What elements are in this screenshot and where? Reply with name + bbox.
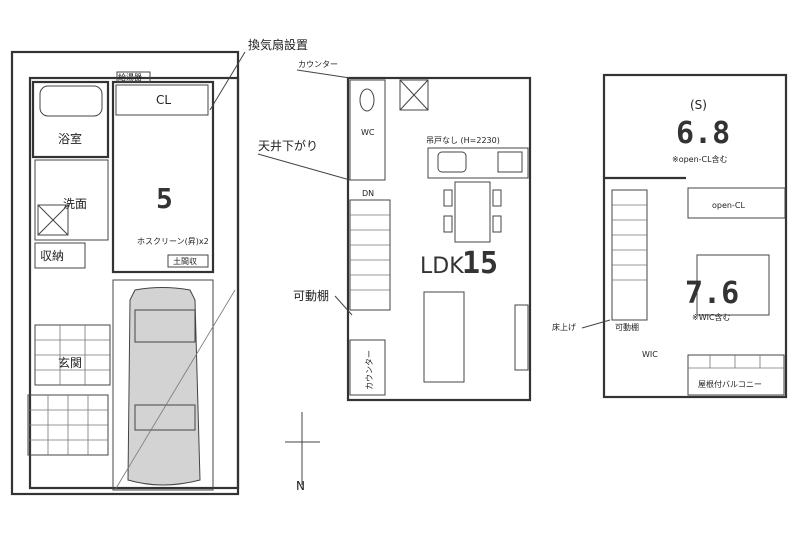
- hoscreen-label: ホスクリーン(昇)x2: [137, 237, 209, 246]
- wc-label: WC: [361, 128, 375, 137]
- dining-table: [454, 181, 491, 243]
- service-room-label: (S): [690, 98, 707, 112]
- dn-label: DN: [362, 189, 374, 198]
- no-cabinet-note: 吊戸なし (H=2230): [426, 136, 500, 145]
- storage: [34, 242, 86, 269]
- staircase-3f: [611, 189, 648, 321]
- washroom: [34, 159, 109, 241]
- counter: [349, 339, 386, 396]
- kitchen-counter: [427, 147, 529, 179]
- raised-floor-callout: 床上げ: [552, 322, 576, 332]
- stove-icon: [497, 151, 523, 173]
- sink-icon: [437, 151, 467, 173]
- shelf-3f-label: 可動棚: [615, 322, 639, 332]
- storage-label: 収納: [40, 249, 64, 263]
- counter-label: カウンター: [365, 350, 374, 390]
- ceiling-callout: 天井下がり: [258, 138, 318, 153]
- staircase: [349, 199, 391, 311]
- laundry-box: [37, 204, 69, 236]
- garage: [112, 279, 214, 491]
- washroom-label: 洗面: [63, 197, 87, 211]
- void-box: [399, 79, 429, 111]
- bedroom-size: 7.6: [685, 276, 739, 311]
- floor2-outer-wall: [346, 76, 532, 402]
- shelf-callout: 可動棚: [293, 288, 329, 303]
- water-heater-label: 給湯器: [118, 72, 142, 82]
- bath-room: [31, 80, 110, 159]
- open-closet: [687, 187, 786, 219]
- wic-label: WIC: [642, 350, 658, 359]
- closet: [115, 84, 209, 116]
- bathtub: [39, 85, 103, 117]
- ldk-size: 15: [462, 246, 498, 281]
- doma-storage: [167, 254, 209, 268]
- tv-board: [514, 304, 529, 371]
- balcony-label: 屋根付バルコニー: [698, 379, 762, 389]
- north-compass: N: [285, 412, 320, 493]
- fan-callout: 換気扇設置: [248, 37, 308, 52]
- floor1-inner-wall: [28, 76, 240, 490]
- wc-room: [349, 79, 386, 181]
- open-cl-label: open-CL: [712, 201, 745, 210]
- bedroom-note: ※WIC含む: [692, 312, 731, 322]
- room-size-5: 5: [156, 182, 173, 215]
- room-5: [111, 80, 215, 274]
- service-room-size: 6.8: [676, 116, 730, 151]
- floor3-outer-wall: [602, 73, 788, 399]
- floor3-plan: open-CL (S) 6.8 ※open-CL含む 7.6 ※WIC含む WI…: [552, 73, 788, 399]
- bed-icon: [696, 254, 770, 316]
- north-label: N: [296, 479, 305, 493]
- service-room-note: ※open-CL含む: [672, 154, 728, 164]
- entrance-label: 玄関: [58, 355, 82, 370]
- floor2-plan: カウンター 天井下がり 可動棚 WC DN カウンター 吊戸なし (H=2230…: [257, 60, 532, 402]
- balcony: [687, 354, 785, 396]
- ldk-label: LDK: [420, 254, 464, 279]
- toilet-icon: [359, 88, 375, 112]
- bath-label: 浴室: [58, 131, 82, 146]
- doma-label: 土間収: [173, 256, 197, 266]
- water-heater: [116, 71, 151, 83]
- car-icon: [127, 287, 201, 486]
- counter-callout: カウンター: [298, 60, 338, 69]
- closet-label: CL: [156, 93, 171, 107]
- sofa-icon: [423, 291, 465, 383]
- floor1-plan: 浴室 洗面 収納 玄関 CL 給湯器 5 ホスクリーン(昇)x2 土間収 換気扇…: [10, 37, 308, 496]
